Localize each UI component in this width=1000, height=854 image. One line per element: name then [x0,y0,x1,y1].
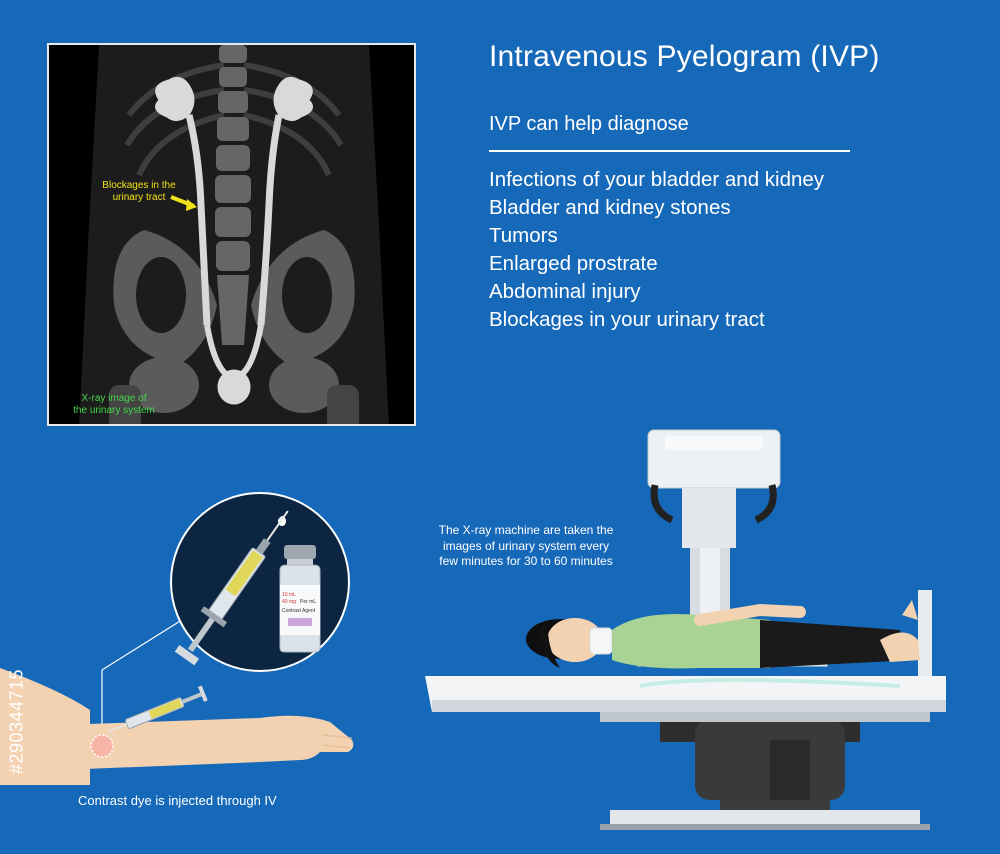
xray-image-panel: Blockages in the urinary tract X-ray ima… [47,43,416,426]
vial-label: Contrast Agent [282,608,316,614]
diagnosis-item: Infections of your bladder and kidney [489,168,825,191]
urinary-system [154,76,314,405]
arm-syringe-icon [107,685,208,733]
injection-site [90,734,114,758]
vial-icon: 10 mL 40 mg Per mL Contrast Agent [279,545,321,653]
diagnosis-item: Blockages in your urinary tract [489,308,765,331]
diagnosis-item: Bladder and kidney stones [489,196,731,219]
vial-dose2: 40 mg [282,599,296,605]
diagnosis-item: Abdominal injury [489,280,641,303]
diagnosis-list: Infections of your bladder and kidney Bl… [489,166,824,334]
diagnosis-item: Enlarged prostrate [489,252,658,275]
blockage-label: Blockages in the urinary tract [102,180,176,203]
xray-caption: X-ray image of the urinary system [73,393,155,416]
syringe-icon [174,510,289,666]
page-title: Intravenous Pyelogram (IVP) [489,40,880,73]
xray-illustration [79,45,389,424]
arm-illustration [0,668,354,785]
vial-dose1: 10 mL [282,592,296,598]
contrast-note: Contrast dye is injected through IV [78,793,277,808]
femurs [109,385,359,424]
diagnosis-item: Tumors [489,224,558,247]
vial-per: Per mL [300,599,316,605]
subtitle: IVP can help diagnose [489,113,689,135]
patient-illustration [526,600,920,669]
spine [215,45,251,345]
xray-machine-note: The X-ray machine are taken the images o… [438,523,614,568]
divider [489,150,850,152]
zoom-circle: 10 mL 40 mg Per mL Contrast Agent [101,492,350,735]
stock-id-watermark: #290344715 [6,668,27,775]
